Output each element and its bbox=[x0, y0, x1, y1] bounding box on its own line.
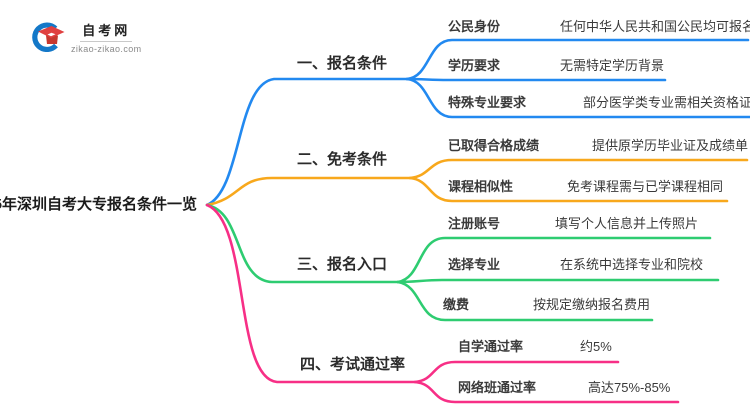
leaf-value: 任何中华人民共和国公民均可报名 bbox=[560, 19, 750, 34]
leaf-label: 学历要求 bbox=[448, 58, 501, 73]
branch-3-leaf-3-line bbox=[396, 280, 654, 322]
leaf-value: 免考课程需与已学课程相同 bbox=[567, 179, 724, 194]
leaf-row: 注册账号 填写个人信息并上传照片 bbox=[0, 215, 750, 233]
branch-4-leaf-1-line bbox=[413, 360, 620, 384]
branch-3-label: 三、报名入口 bbox=[297, 256, 388, 273]
branch-4-label: 四、考试通过率 bbox=[300, 356, 406, 373]
branch-4-leaf-2-line bbox=[413, 380, 680, 404]
leaf-label: 自学通过率 bbox=[458, 339, 524, 354]
leaf-row: 公民身份 任何中华人民共和国公民均可报名 bbox=[0, 18, 750, 36]
leaf-row: 缴费 按规定缴纳报名费用 bbox=[0, 296, 750, 314]
leaf-row: 网络班通过率 高达75%-85% bbox=[0, 379, 750, 397]
leaf-value: 高达75%-85% bbox=[588, 380, 671, 395]
leaf-label: 特殊专业要求 bbox=[448, 95, 527, 110]
branch-1-leaf-2-line bbox=[405, 77, 667, 82]
leaf-label: 课程相似性 bbox=[448, 179, 514, 194]
leaf-value: 在系统中选择专业和院校 bbox=[560, 257, 704, 272]
central-topic: 2025年深圳自考大专报名条件一览 bbox=[0, 196, 197, 213]
leaf-value: 按规定缴纳报名费用 bbox=[533, 297, 651, 312]
branch-2-leaf-2-line bbox=[408, 176, 729, 203]
logo: 自考网 zikao-zikao.com bbox=[29, 20, 142, 54]
branch-2-label: 二、免考条件 bbox=[297, 151, 388, 168]
branch-1-label: 一、报名条件 bbox=[297, 55, 388, 72]
leaf-value: 提供原学历毕业证及成绩单 bbox=[592, 138, 749, 153]
leaf-value: 约5% bbox=[580, 339, 612, 354]
leaf-value: 填写个人信息并上传照片 bbox=[555, 216, 699, 231]
branch-3-line bbox=[205, 203, 400, 284]
site-url: zikao-zikao.com bbox=[71, 44, 142, 54]
leaf-value: 部分医学类专业需相关资格证 bbox=[583, 95, 750, 110]
branch-1-line bbox=[205, 77, 409, 207]
leaf-row: 自学通过率 约5% bbox=[0, 338, 750, 356]
logo-text: 自考网 zikao-zikao.com bbox=[71, 20, 142, 54]
leaf-row: 课程相似性 免考课程需与已学课程相同 bbox=[0, 178, 750, 196]
leaf-row: 已取得合格成绩 提供原学历毕业证及成绩单 bbox=[0, 137, 750, 155]
branch-1-leaf-1-line bbox=[405, 38, 750, 81]
leaf-label: 注册账号 bbox=[448, 216, 501, 231]
leaf-row: 特殊专业要求 部分医学类专业需相关资格证 bbox=[0, 94, 750, 112]
leaf-label: 选择专业 bbox=[448, 257, 501, 272]
branch-1-leaf-3-line bbox=[405, 77, 750, 119]
site-name: 自考网 bbox=[80, 20, 133, 42]
branch-3-leaf-1-line bbox=[396, 236, 712, 284]
branch-4-line bbox=[205, 203, 417, 384]
graduation-cap-icon bbox=[32, 22, 65, 52]
leaf-row: 学历要求 无需特定学历背景 bbox=[0, 57, 750, 75]
leaf-row: 选择专业 在系统中选择专业和院校 bbox=[0, 256, 750, 274]
leaf-label: 公民身份 bbox=[448, 19, 501, 34]
leaf-value: 无需特定学历背景 bbox=[560, 58, 665, 73]
branch-2-line bbox=[205, 176, 412, 207]
leaf-label: 网络班通过率 bbox=[458, 380, 537, 395]
leaf-label: 已取得合格成绩 bbox=[448, 138, 540, 153]
leaf-label: 缴费 bbox=[443, 297, 470, 312]
branch-3-leaf-2-line bbox=[396, 278, 720, 284]
branch-2-leaf-1-line bbox=[408, 158, 749, 180]
